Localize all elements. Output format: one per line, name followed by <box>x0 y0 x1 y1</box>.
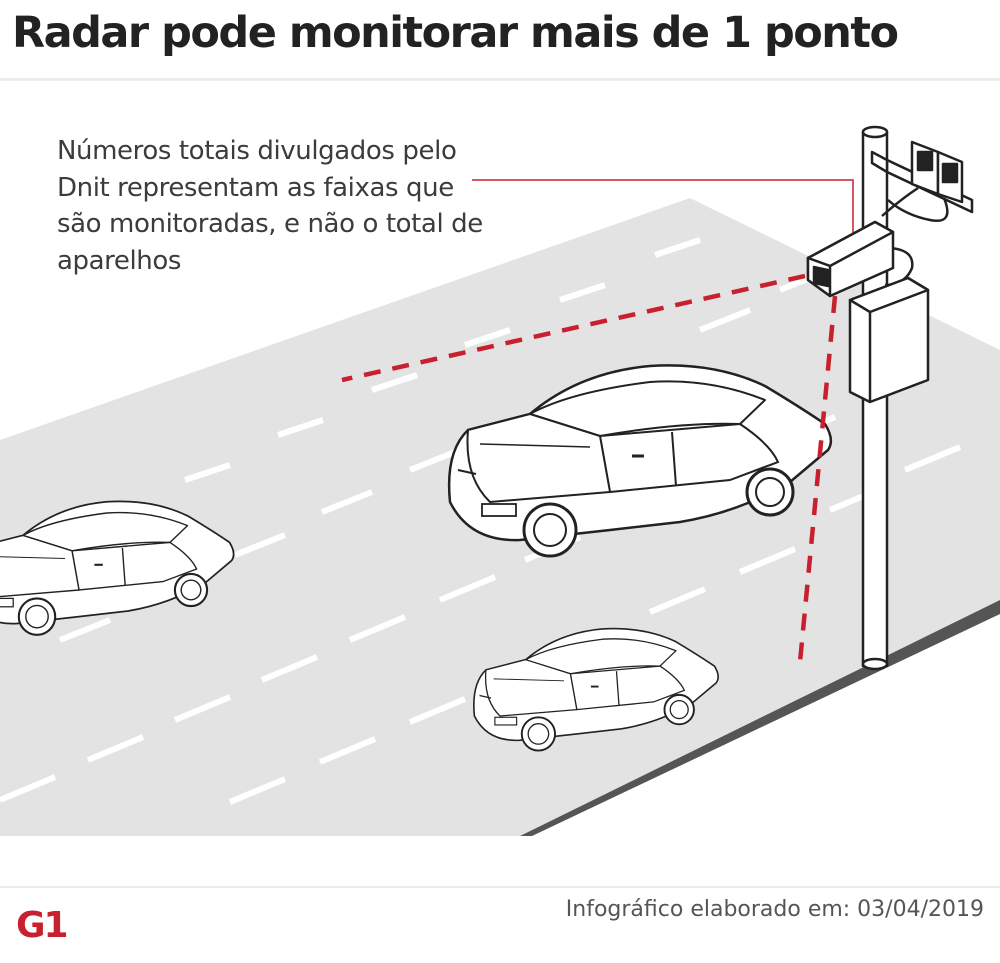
footer-divider <box>0 886 1000 888</box>
infographic-credit: Infográfico elaborado em: 03/04/2019 <box>565 897 984 922</box>
g1-logo-text: G1 <box>16 905 67 942</box>
g1-logo-icon: G1 <box>16 905 69 942</box>
page-title: Radar pode monitorar mais de 1 ponto <box>12 8 899 58</box>
camera-coverage-lines <box>341 273 838 663</box>
callout-text: Números totais divulgados pelo Dnit repr… <box>57 136 483 276</box>
speed-camera-icon <box>806 125 974 671</box>
title-divider <box>0 78 1000 81</box>
